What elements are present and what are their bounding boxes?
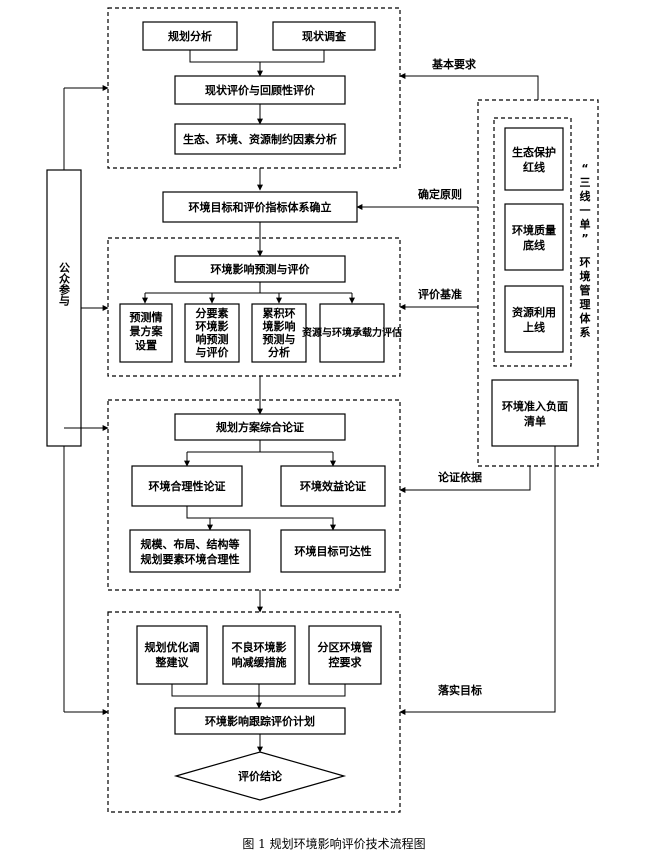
optimize-box <box>136 625 208 685</box>
scale-layout-line-2: 规划要素环境合理性 <box>141 552 240 566</box>
scale-layout-box <box>129 529 251 573</box>
sub-element-line-4: 与评价 <box>196 346 230 359</box>
group-demonstration-frame <box>107 399 401 591</box>
benefit-label: 环境效益论证 <box>300 479 366 493</box>
figure-caption: 图 1 规划环境影响评价技术流程图 <box>242 836 425 851</box>
sub-element-line-3: 响预测 <box>196 332 229 346</box>
implement-label: 落实目标 <box>438 683 482 697</box>
tracking-label: 环境影响跟踪评价计划 <box>205 714 315 728</box>
arrow-demo-basis <box>399 466 531 493</box>
arrow-implement <box>399 446 556 715</box>
negative-list-box <box>491 379 579 447</box>
capacity-label: 资源与环境承载力评估 <box>302 326 402 339</box>
cumulative-line-3: 预测与 <box>263 332 296 346</box>
sub-element-box <box>184 303 240 363</box>
demo-basis-label: 论证依据 <box>438 470 482 484</box>
planning-analysis-box <box>142 21 238 51</box>
connector <box>171 684 346 697</box>
svg-text:系: 系 <box>580 325 591 339</box>
rationality-box <box>131 465 243 507</box>
connector <box>187 440 333 453</box>
scenario-line-3: 设置 <box>135 338 157 352</box>
sub-element-line-2: 环境影 <box>196 319 229 333</box>
resource-line-2: 上线 <box>523 320 545 334</box>
public-participation-box <box>46 169 82 447</box>
benefit-box <box>280 465 386 507</box>
basic-req-label: 基本要求 <box>431 57 477 71</box>
rationality-label: 环境合理性论证 <box>149 479 226 493</box>
tracking-box <box>174 707 346 735</box>
optimize-line-1: 规划优化调 <box>145 640 200 654</box>
scheme-demo-label: 规划方案综合论证 <box>216 420 304 434</box>
svg-text:体: 体 <box>580 311 592 325</box>
svg-text:管: 管 <box>580 283 591 297</box>
svg-text:理: 理 <box>580 298 591 311</box>
planning-analysis-label: 规划分析 <box>168 29 212 43</box>
scale-layout-line-1: 规模、布局、结构等 <box>141 537 240 551</box>
optimize-line-2: 整建议 <box>155 655 190 669</box>
svg-text:线: 线 <box>580 189 591 203</box>
cumulative-line-1: 累积环 <box>263 306 296 320</box>
connector <box>145 282 352 294</box>
public-char-1: 公众参与 <box>58 262 71 307</box>
zoning-box <box>308 625 382 685</box>
svg-text:“: “ <box>581 162 588 175</box>
status-survey-label: 现状调查 <box>302 29 346 43</box>
cumulative-line-4: 分析 <box>268 345 290 359</box>
sub-element-line-1: 分要素 <box>196 306 229 320</box>
mitigation-box <box>222 625 296 685</box>
scenario-line-2: 景方案 <box>129 324 164 338</box>
negative-list-line-2: 清单 <box>524 414 546 428</box>
system-vertical-label: “ 三 线 一 单 ” 环 境 管 理 体 系 <box>580 162 592 339</box>
eco-line-1: 生态保护 <box>512 145 556 159</box>
principle-label: 确定原则 <box>418 187 462 201</box>
scenario-box <box>119 303 173 363</box>
three-lines-inner-frame <box>493 117 572 367</box>
svg-text:境: 境 <box>580 269 591 283</box>
eco-line-2: 红线 <box>523 160 545 174</box>
eco-line-box <box>504 127 564 191</box>
status-eval-label: 现状评价与回顾性评价 <box>205 83 316 97</box>
svg-text:单: 单 <box>580 217 591 231</box>
conclusion-diamond <box>173 751 347 801</box>
zoning-line-1: 分区环境管 <box>318 640 373 654</box>
resource-line-1: 资源利用 <box>512 305 556 319</box>
goal-index-label: 环境目标和评价指标体系确立 <box>189 200 332 214</box>
goal-reach-label: 环境目标可达性 <box>295 544 372 558</box>
arrow-basic-req <box>399 73 539 100</box>
connector <box>189 50 325 63</box>
group-status-frame <box>107 7 401 169</box>
impact-predict-label: 环境影响预测与评价 <box>211 262 311 276</box>
mitigation-line-1: 不良环境影 <box>232 640 287 654</box>
zoning-line-2: 控要求 <box>329 655 363 669</box>
quality-line-1: 环境质量 <box>512 223 556 237</box>
cumulative-box <box>251 303 307 363</box>
mitigation-line-2: 响减缓措施 <box>232 655 287 669</box>
constraint-analysis-label: 生态、环境、资源制约因素分析 <box>183 132 337 146</box>
basis-label: 评价基准 <box>418 287 462 301</box>
goal-reach-box <box>280 529 386 573</box>
svg-text:环: 环 <box>580 256 591 269</box>
cumulative-line-2: 境影响 <box>263 319 296 333</box>
negative-list-line-1: 环境准入负面 <box>502 399 568 413</box>
resource-line-box <box>504 285 564 353</box>
capacity-box <box>319 303 385 363</box>
svg-text:一: 一 <box>580 204 591 217</box>
conclusion-label: 评价结论 <box>238 769 283 783</box>
svg-text:”: ” <box>581 232 588 245</box>
scheme-demo-box <box>174 413 346 441</box>
quality-line-2: 底线 <box>523 238 545 252</box>
connector <box>187 517 334 530</box>
quality-line-box <box>504 203 564 271</box>
scenario-line-1: 预测情 <box>130 310 163 324</box>
svg-text:三: 三 <box>580 176 591 189</box>
